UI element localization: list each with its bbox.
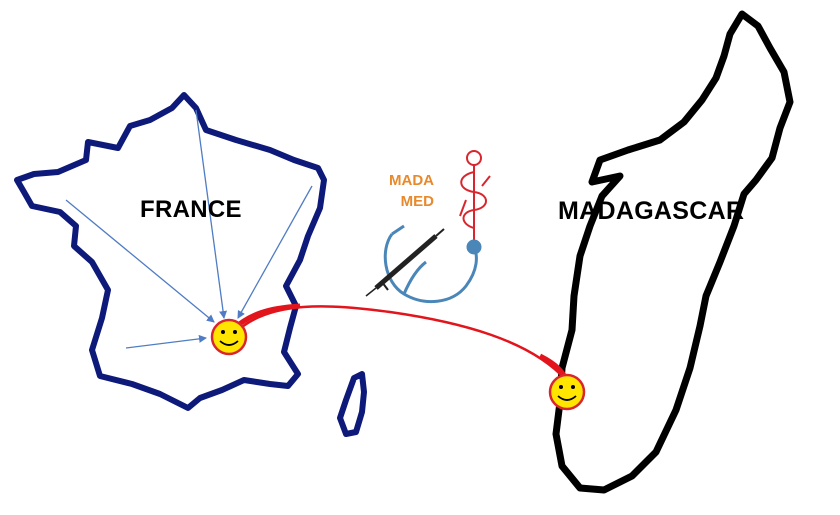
madamed-logo-text: MADA MED: [372, 170, 434, 212]
madagascar-outline: [552, 10, 794, 494]
smiley-icon-madagascar: [548, 373, 586, 411]
caduceus-icon: [459, 150, 491, 240]
logo-line-2: MED: [400, 193, 434, 210]
arrow-north: [195, 109, 228, 319]
france-label: FRANCE: [140, 196, 242, 223]
france-outline: [14, 92, 327, 411]
arrow-northwest: [65, 199, 215, 323]
syringe-icon: [365, 228, 445, 297]
logo-line-1: MADA: [389, 172, 434, 189]
arrow-west: [125, 334, 207, 349]
madamed-logo: [365, 150, 491, 304]
arrow-northeast: [237, 185, 313, 319]
madagascar-label: MADAGASCAR: [558, 197, 745, 225]
stethoscope-icon: [383, 224, 482, 304]
arrows-group: [65, 109, 313, 349]
corsica-outline: [337, 371, 367, 437]
smiley-icon-france: [210, 318, 248, 356]
